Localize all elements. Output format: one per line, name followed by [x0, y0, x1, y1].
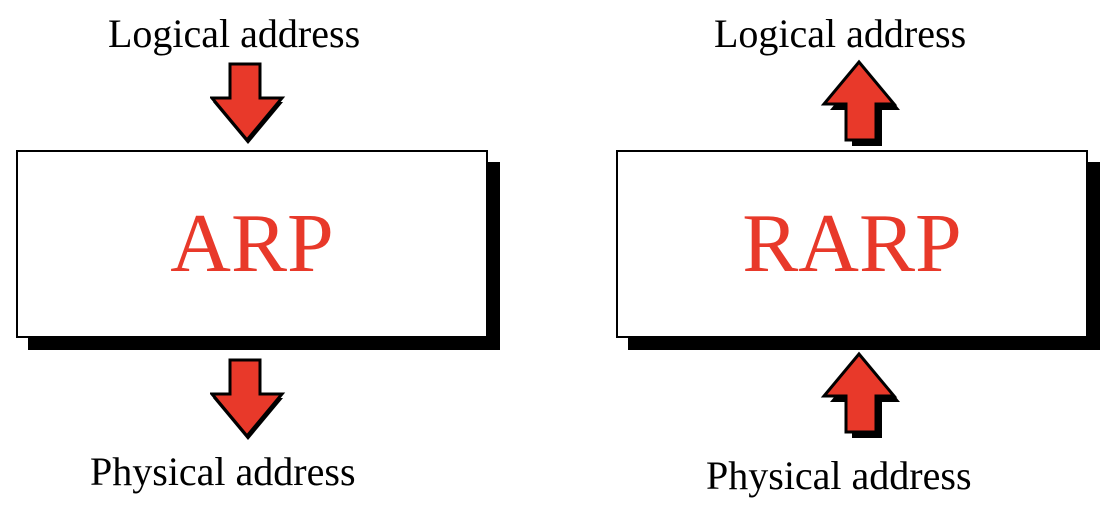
rarp-box: RARP	[616, 150, 1088, 338]
rarp-title: RARP	[742, 197, 962, 290]
arp-logical-address-label: Logical address	[108, 11, 361, 56]
rarp-physical-address-label: Physical address	[706, 453, 972, 498]
arp-title: ARP	[170, 197, 334, 290]
arp-physical-address-label: Physical address	[90, 449, 356, 494]
arp-input-arrow-down-icon	[210, 62, 286, 144]
arp-box: ARP	[16, 150, 488, 338]
arp-output-arrow-down-icon	[210, 358, 286, 440]
rarp-input-arrow-up-icon	[820, 351, 900, 438]
rarp-output-arrow-up-icon	[820, 59, 900, 146]
rarp-logical-address-label: Logical address	[714, 11, 967, 56]
